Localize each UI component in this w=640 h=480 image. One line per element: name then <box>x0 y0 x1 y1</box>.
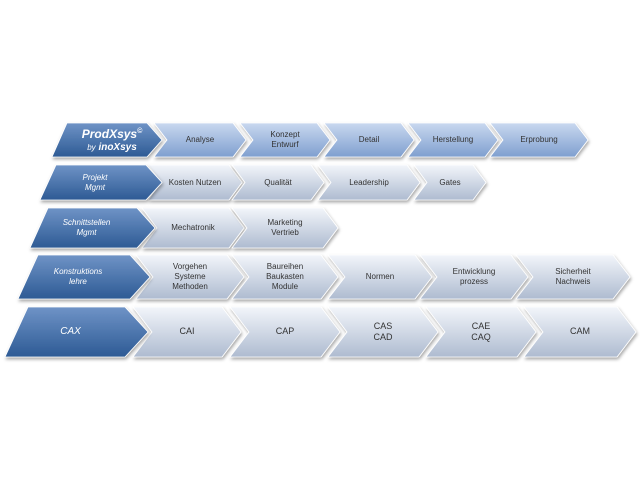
process-step-arrow <box>413 164 487 201</box>
process-step-arrow <box>323 122 415 158</box>
process-step-arrow <box>153 122 247 158</box>
process-step-arrow <box>327 306 439 358</box>
process-step-arrow <box>489 122 589 158</box>
process-step-arrow <box>132 306 242 358</box>
process-step-arrow <box>317 164 421 201</box>
process-step-arrow <box>141 207 245 249</box>
process-step-arrow <box>135 254 245 300</box>
process-step-arrow <box>419 254 529 300</box>
row-header-arrow <box>51 122 163 158</box>
process-step-arrow <box>231 207 339 249</box>
process-step-arrow <box>239 122 331 158</box>
process-step-arrow <box>515 254 631 300</box>
process-step-arrow <box>229 306 341 358</box>
process-step-arrow <box>523 306 637 358</box>
process-step-arrow <box>425 306 537 358</box>
process-step-arrow <box>327 254 433 300</box>
row-header-arrow <box>17 254 151 300</box>
row-header-arrow <box>4 306 149 358</box>
process-step-arrow <box>407 122 499 158</box>
row-header-arrow <box>39 164 163 201</box>
process-step-arrow <box>231 254 339 300</box>
row-header-arrow <box>29 207 156 249</box>
process-step-arrow <box>231 164 325 201</box>
